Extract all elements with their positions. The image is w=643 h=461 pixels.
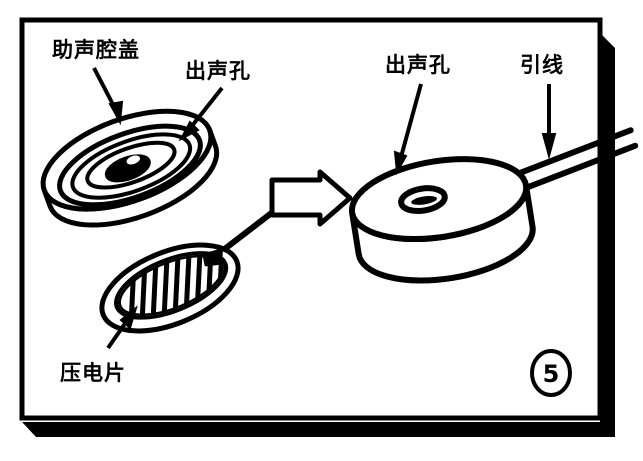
figure-number-badge: 5	[530, 349, 572, 397]
label-piezo: 压电片	[60, 361, 126, 385]
part-assembly	[348, 127, 639, 284]
figure-number-text: 5	[543, 360, 560, 388]
leader-lead-wire	[541, 84, 557, 160]
label-sound-hole-right: 出声孔	[385, 53, 451, 77]
label-lead-wire: 引线	[520, 53, 564, 77]
leader-sound-hole-right	[393, 83, 423, 176]
leader-cap	[92, 67, 124, 126]
label-cap: 助声腔盖	[52, 38, 140, 62]
cap-sound-hole-highlight	[126, 155, 141, 165]
part-piezo-disc	[99, 186, 306, 334]
figure-number-circle	[530, 349, 572, 397]
label-sound-hole-left: 出声孔	[185, 59, 251, 83]
leader-sound-hole-left	[178, 86, 224, 142]
assembly-sound-hole-inner	[411, 195, 437, 205]
cap-sound-hole	[104, 154, 151, 183]
piezo-wire-anchor	[202, 248, 223, 267]
leader-piezo	[106, 305, 138, 350]
assembly-arrow-icon	[269, 169, 353, 227]
part-cap	[40, 108, 220, 228]
